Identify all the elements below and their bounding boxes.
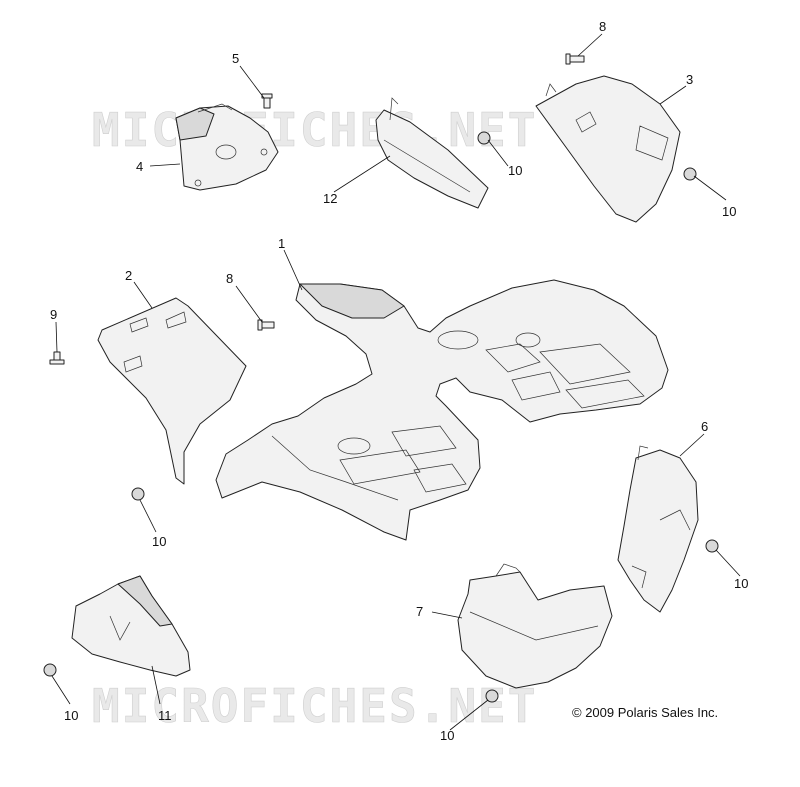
callout-10a: 10	[508, 163, 522, 178]
clip-10b	[683, 167, 697, 181]
callout-4: 4	[136, 159, 143, 174]
part-11-lower-left-panel	[71, 575, 191, 677]
part-7-lower-panel	[457, 563, 613, 689]
part-3-right-shroud	[535, 75, 681, 223]
callout-12: 12	[323, 191, 337, 206]
clip-10a	[477, 131, 491, 145]
callout-10d: 10	[734, 576, 748, 591]
part-6-right-panel	[617, 445, 699, 613]
fasteners	[43, 53, 719, 703]
callout-10e: 10	[64, 708, 78, 723]
clip-10d	[705, 539, 719, 553]
callout-10f: 10	[440, 728, 454, 743]
callout-1: 1	[278, 236, 285, 251]
fastener-5	[261, 93, 273, 109]
part-12-side-panel	[375, 97, 489, 209]
fastener-8-top	[565, 53, 585, 65]
part-2-left-panel	[97, 297, 247, 485]
part-4-console-cover	[175, 103, 279, 191]
callout-3: 3	[686, 72, 693, 87]
clip-10e	[43, 663, 57, 677]
callout-11: 11	[158, 708, 172, 723]
copyright-notice: © 2009 Polaris Sales Inc.	[572, 705, 718, 720]
callout-8-top: 8	[599, 19, 606, 34]
clip-10f	[485, 689, 499, 703]
callout-7: 7	[416, 604, 423, 619]
callout-6: 6	[701, 419, 708, 434]
leader-lines	[51, 33, 741, 731]
callouts: 1 2 3 4 5 6 7 8 8 9 10 10 10 10 10 10 11…	[50, 19, 748, 743]
callout-5: 5	[232, 51, 239, 66]
clip-10c	[131, 487, 145, 501]
watermark-top: MICROFICHES.NET	[92, 103, 537, 157]
part-1-main-body	[215, 279, 669, 541]
callout-2: 2	[125, 268, 132, 283]
callout-8-mid: 8	[226, 271, 233, 286]
fastener-9	[49, 351, 65, 365]
watermark-bottom: MICROFICHES.NET	[92, 679, 537, 733]
callout-10b: 10	[722, 204, 736, 219]
fastener-8-mid	[257, 319, 275, 331]
callout-9: 9	[50, 307, 57, 322]
callout-10c: 10	[152, 534, 166, 549]
